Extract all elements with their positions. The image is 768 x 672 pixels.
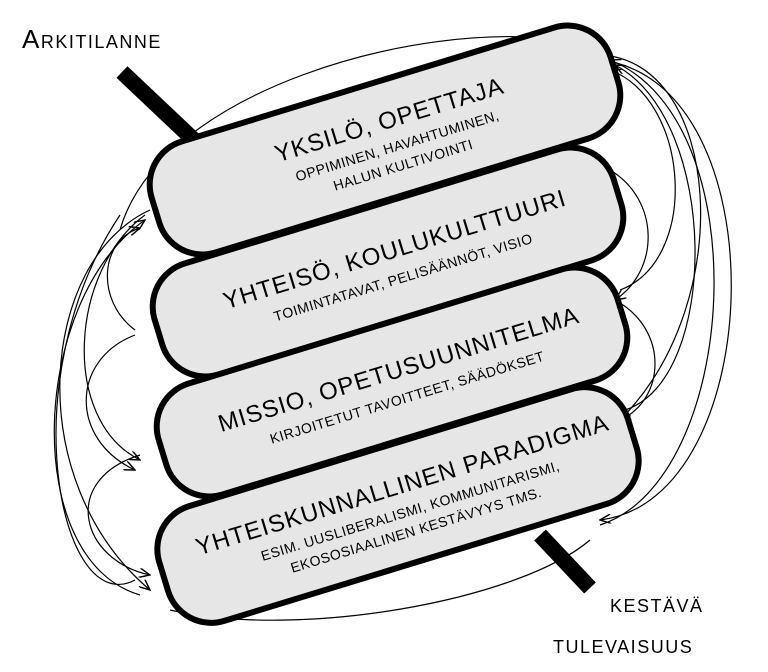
label-arkitilanne: Arkitilanne [22, 24, 162, 54]
label-kestava: kestävä [610, 588, 704, 618]
layer-yksilo: Yksilö, opettaja oppiminen, havahtuminen… [146, 22, 624, 258]
timeline-pole-bottom [534, 529, 596, 594]
label-tulevaisuus: tulevaisuus [553, 629, 693, 659]
connection-arcs [53, 36, 732, 621]
